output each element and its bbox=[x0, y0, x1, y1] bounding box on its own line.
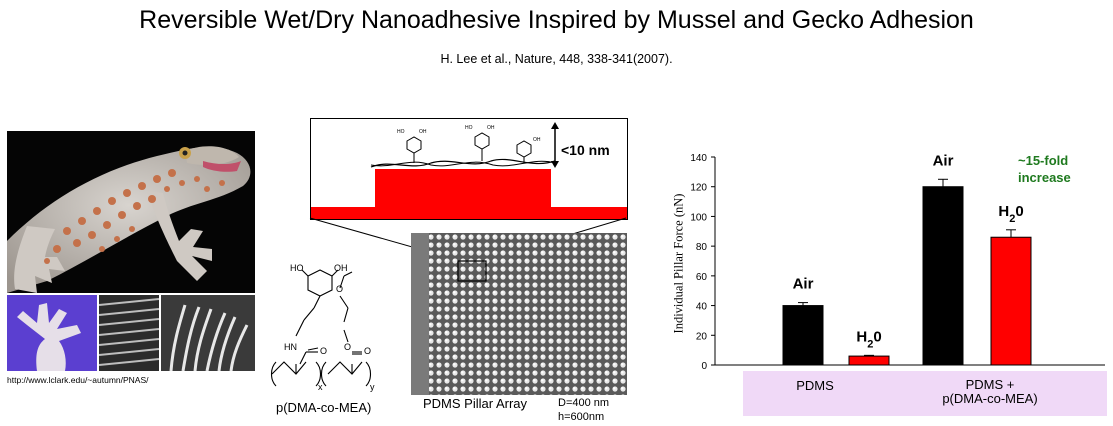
setae-sem-image bbox=[99, 295, 159, 371]
bar-label-water: H20 bbox=[856, 328, 881, 350]
backbone-1 bbox=[271, 361, 307, 375]
gecko-illustration bbox=[7, 131, 255, 293]
oh-label: OH bbox=[334, 263, 348, 273]
catechol-oh-2: OH bbox=[487, 125, 495, 131]
spatulae-sem-image bbox=[161, 295, 255, 371]
subscript-y: y bbox=[370, 382, 375, 392]
ester-o2-label: O bbox=[344, 342, 351, 352]
coating-schematic: HO OH HO OH OH <10 nm bbox=[311, 122, 627, 219]
coating-inset: HO OH HO OH OH <10 nm bbox=[310, 118, 628, 220]
catechol-ho-2: HO bbox=[465, 125, 473, 131]
benzene-ring bbox=[307, 269, 333, 297]
y-tick-label: 140 bbox=[690, 153, 707, 164]
polymer-chain-2 bbox=[370, 160, 556, 167]
polymer-chain bbox=[370, 158, 556, 168]
category-label-pdms: PDMS bbox=[796, 378, 834, 393]
bar-label-water: H20 bbox=[998, 203, 1023, 225]
diameter-label: D=400 nm bbox=[558, 397, 610, 409]
photo-credit: http://www.lclark.edu/~autumn/PNAS/ bbox=[7, 375, 149, 385]
pillar-array-label: PDMS Pillar Array bbox=[423, 396, 528, 411]
catechol-ring-2 bbox=[474, 132, 490, 150]
category-label-coated-line1: PDMS + bbox=[965, 377, 1015, 392]
y-tick-label: 60 bbox=[696, 272, 708, 283]
catechol-oh-3: OH bbox=[533, 137, 541, 143]
spatulae-pattern bbox=[161, 295, 255, 371]
hn-label: HN bbox=[284, 342, 297, 352]
catechol-ho-1: HO bbox=[397, 129, 405, 135]
ester-o-label: O bbox=[364, 346, 371, 356]
bar bbox=[782, 305, 824, 366]
category-band bbox=[743, 371, 1107, 416]
y-tick-label: 100 bbox=[690, 212, 707, 223]
polymer-label: p(DMA-co-MEA) bbox=[276, 400, 372, 415]
subscript-x: x bbox=[318, 382, 323, 392]
fold-annotation: ~15-fold increase bbox=[1018, 152, 1071, 186]
height-label: <10 nm bbox=[561, 142, 610, 158]
catechol-ring-1 bbox=[406, 136, 422, 154]
gecko-foot-illustration bbox=[7, 295, 97, 371]
pdms-pillar-sem bbox=[411, 233, 627, 395]
height-dim-label: h=600nm bbox=[558, 411, 605, 423]
gecko-foot-photo bbox=[7, 295, 97, 371]
y-tick-label: 80 bbox=[696, 242, 708, 253]
pillar-top bbox=[375, 169, 551, 209]
bar bbox=[848, 355, 890, 366]
pillar-dimensions: D=400 nm h=600nm bbox=[558, 396, 609, 424]
chemical-structure: HO OH HN O O O O x y bbox=[270, 263, 375, 392]
ho-label: HO bbox=[290, 263, 304, 273]
citation: H. Lee et al., Nature, 448, 338-341(2007… bbox=[440, 52, 673, 66]
amide-o-label: O bbox=[320, 346, 327, 356]
fold-annotation-line1: ~15-fold bbox=[1018, 153, 1069, 168]
zoom-box bbox=[457, 260, 487, 282]
catechol-oh-1: OH bbox=[419, 129, 427, 135]
substrate bbox=[311, 207, 627, 219]
y-tick-label: 0 bbox=[701, 361, 707, 372]
bar bbox=[922, 186, 964, 366]
y-tick-label: 120 bbox=[690, 183, 707, 194]
bar-label-air: Air bbox=[933, 152, 954, 169]
category-label-coated: PDMS + p(DMA-co-MEA) bbox=[905, 378, 1075, 406]
pillar-array-illustration bbox=[411, 233, 627, 395]
category-label-coated-line2: p(DMA-co-MEA) bbox=[942, 391, 1038, 406]
page-title: Reversible Wet/Dry Nanoadhesive Inspired… bbox=[139, 6, 974, 34]
setae-pattern bbox=[99, 295, 159, 371]
catechol-ring-3 bbox=[516, 140, 532, 158]
y-tick-label: 20 bbox=[696, 331, 708, 342]
bar-label-air: Air bbox=[793, 276, 814, 293]
backbone-2 bbox=[327, 361, 363, 375]
bar bbox=[990, 236, 1032, 366]
methoxy-o-label: O bbox=[336, 284, 343, 294]
gecko-photo bbox=[7, 131, 255, 293]
fold-annotation-line2: increase bbox=[1018, 170, 1071, 185]
y-tick-label: 40 bbox=[696, 302, 708, 313]
